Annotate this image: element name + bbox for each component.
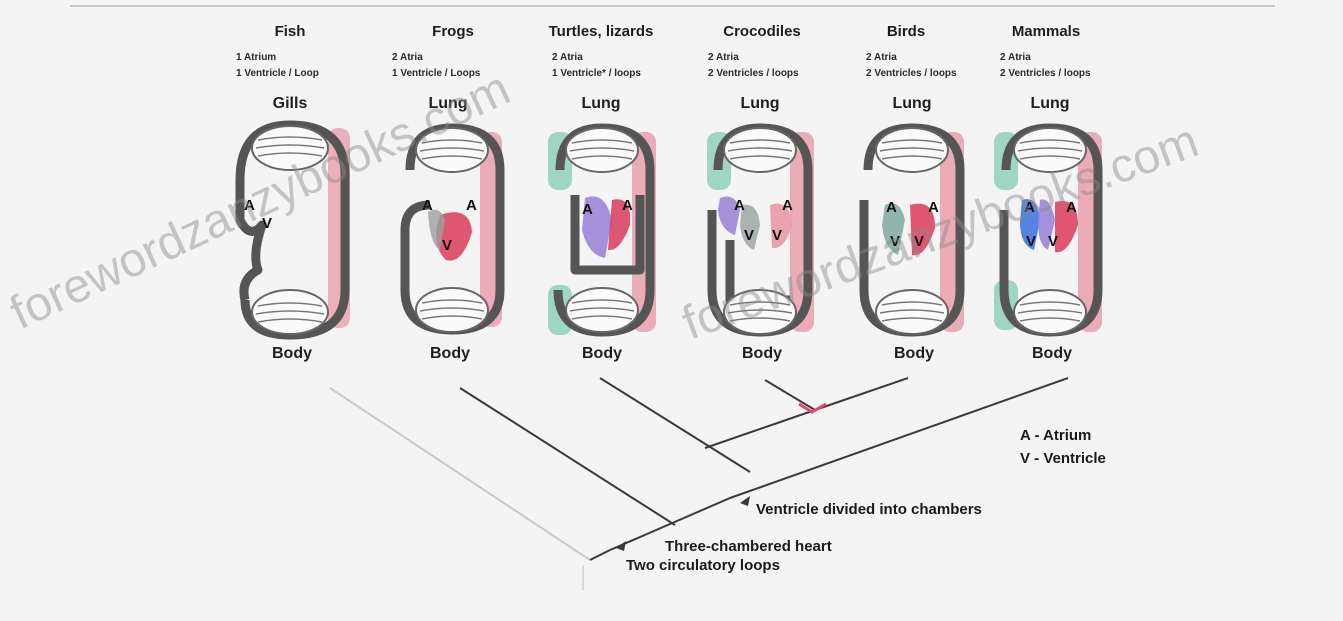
header-mammals: Mammals 2 Atria 2 Ventricles / loops xyxy=(1000,23,1091,79)
note-ventricle-divided: Ventricle divided into chambers xyxy=(756,501,982,518)
header-crocodiles: Crocodiles 2 Atria 2 Ventricles / loops xyxy=(708,23,801,79)
animal-name: Fish xyxy=(275,23,306,40)
branch-frogs xyxy=(460,388,675,525)
branch-fish xyxy=(330,388,590,560)
legend: A - Atrium V - Ventricle xyxy=(1020,427,1106,467)
circuit-frogs: A A V xyxy=(405,128,502,332)
header-turtles: Turtles, lizards 2 Atria 1 Ventricle* / … xyxy=(549,23,654,79)
legend-ventricle: V - Ventricle xyxy=(1020,450,1106,467)
body-capillary xyxy=(252,290,328,334)
chamber-label: A xyxy=(886,199,897,216)
note-two-loops: Two circulatory loops xyxy=(626,557,780,574)
note-three-chambered: Three-chambered heart xyxy=(665,538,832,555)
circuit-turtles: A A xyxy=(548,128,656,335)
animal-line1: 2 Atria xyxy=(708,52,739,63)
chamber-label: V xyxy=(1026,233,1036,250)
header-birds: Birds 2 Atria 2 Ventricles / loops xyxy=(866,23,957,79)
animal-name: Crocodiles xyxy=(723,23,801,40)
animal-line2: 1 Ventricle / Loop xyxy=(236,68,319,79)
branch-crocodiles xyxy=(765,380,815,410)
branch-turtles xyxy=(600,378,750,472)
organ-label-crocodiles: Lung xyxy=(740,95,779,112)
organ-label-fish: Gills xyxy=(273,95,308,112)
animal-line2: 2 Ventricles / loops xyxy=(1000,68,1091,79)
chamber-label: V xyxy=(442,237,452,254)
marker-arrow xyxy=(740,496,750,506)
chamber-label: A xyxy=(466,197,477,214)
organ-label-mammals: Lung xyxy=(1030,95,1069,112)
animal-line1: 2 Atria xyxy=(1000,52,1031,63)
animal-name: Mammals xyxy=(1012,23,1080,40)
header-fish: Fish 1 Atrium 1 Ventricle / Loop xyxy=(236,23,319,79)
body-label-mammals: Body xyxy=(1032,345,1072,362)
animal-name: Frogs xyxy=(432,23,474,40)
chamber-label: A xyxy=(622,197,633,214)
branch-birds xyxy=(815,378,908,410)
animal-line1: 2 Atria xyxy=(866,52,897,63)
animal-line2: 2 Ventricles / loops xyxy=(866,68,957,79)
chamber-label: A xyxy=(782,197,793,214)
chamber-label: V xyxy=(744,227,754,244)
body-label-frogs: Body xyxy=(430,345,470,362)
body-label-fish: Body xyxy=(272,345,312,362)
chamber-label: A xyxy=(582,201,593,218)
header-frogs: Frogs 2 Atria 1 Ventricle / Loops xyxy=(392,23,481,79)
chamber-label: V xyxy=(1048,233,1058,250)
body-label-birds: Body xyxy=(894,345,934,362)
animal-line2: 1 Ventricle* / loops xyxy=(552,68,641,79)
chamber-label: V xyxy=(772,227,782,244)
organ-label-turtles: Lung xyxy=(581,95,620,112)
legend-atrium: A - Atrium xyxy=(1020,427,1091,444)
body-label-crocodiles: Body xyxy=(742,345,782,362)
animal-name: Birds xyxy=(887,23,925,40)
animal-line1: 1 Atrium xyxy=(236,52,276,63)
organ-label-birds: Lung xyxy=(892,95,931,112)
animal-line1: 2 Atria xyxy=(552,52,583,63)
animal-line2: 2 Ventricles / loops xyxy=(708,68,799,79)
branch-archosaurs xyxy=(705,410,815,448)
animal-line1: 2 Atria xyxy=(392,52,423,63)
chamber-label: A xyxy=(422,197,433,214)
branch-mammals xyxy=(730,378,1068,498)
chamber-label: A xyxy=(734,197,745,214)
body-label-turtles: Body xyxy=(582,345,622,362)
animal-name: Turtles, lizards xyxy=(549,23,654,40)
